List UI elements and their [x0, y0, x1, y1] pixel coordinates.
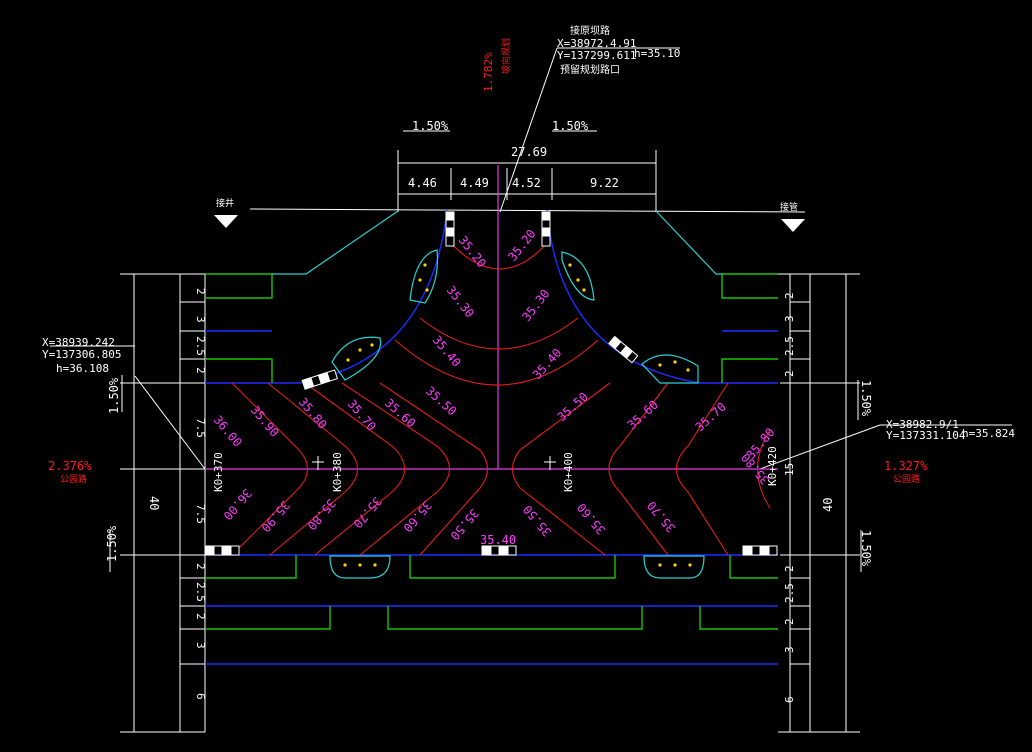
- right-point-y: Y=137331.104: [886, 429, 966, 442]
- contour-label: 35.50: [423, 384, 459, 419]
- contour-label: 35.90: [248, 403, 282, 440]
- left-dim: 2.5: [194, 336, 207, 356]
- right-dim: 3: [783, 315, 796, 322]
- left-dim: 2: [194, 288, 207, 295]
- contour-label: 36.00: [220, 486, 254, 523]
- top-slope-right: 1.50%: [552, 119, 589, 133]
- station-label: K0+380: [331, 452, 344, 492]
- contour-label: 35.40: [530, 346, 565, 382]
- contour-label: 36.00: [211, 413, 245, 450]
- right-point-x: X=38982.9/1: [886, 418, 959, 431]
- top-segment-4: 9.22: [590, 176, 619, 190]
- contour-label: 35.40: [430, 333, 464, 370]
- contour-label: 35.90: [258, 498, 292, 535]
- top-point-line4: 预留规划路口: [560, 63, 620, 76]
- right-dim: 2: [783, 565, 796, 572]
- left-total: 40: [147, 496, 161, 510]
- contour-label: 35.30: [444, 283, 477, 320]
- left-lower-slope: 1.50%: [105, 525, 119, 562]
- right-dim: 3: [783, 646, 796, 653]
- drainage-dots: [343, 263, 692, 567]
- contour-label: 35.20: [505, 227, 538, 264]
- left-dim: 2: [194, 367, 207, 374]
- top-segment-3: 4.52: [512, 176, 541, 190]
- top-red-label: 坡向规划: [500, 38, 512, 74]
- centerlines: [205, 165, 778, 470]
- left-dim: 2: [194, 613, 207, 620]
- top-segment-2: 4.49: [460, 176, 489, 190]
- contour-label: 35.70: [350, 494, 384, 531]
- right-lower-slope: 1.50%: [859, 530, 873, 567]
- right-dim: 2.5: [783, 336, 796, 356]
- arrow-down-icon: [214, 196, 238, 228]
- elevation-contours: [231, 241, 771, 556]
- top-segment-1: 4.46: [408, 176, 437, 190]
- median-islands: [205, 273, 778, 630]
- contour-label: 35.60: [625, 398, 661, 433]
- top-point-line1: 接原坝路: [570, 24, 610, 37]
- station-label: K0+370: [212, 452, 225, 492]
- left-dim: 3: [194, 642, 207, 649]
- left-dim: 7.5: [194, 418, 207, 438]
- left-dim: 2: [194, 563, 207, 570]
- contour-label: 35.60: [400, 498, 434, 535]
- top-total-width: 27.69: [511, 145, 547, 159]
- contour-label: 35.50: [555, 390, 591, 425]
- right-red-label: 公园路: [893, 473, 920, 485]
- lane-lines: [205, 209, 778, 665]
- right-dim: 15: [783, 463, 796, 476]
- top-right-label: 接管: [780, 201, 798, 213]
- left-point-y: Y=137306.805: [42, 348, 121, 361]
- left-dim: 2.5: [194, 582, 207, 602]
- left-red-slope: 2.376%: [48, 459, 92, 473]
- right-point-h: h=35.824: [962, 427, 1015, 440]
- contour-label: 35.80: [304, 496, 338, 533]
- top-left-label: 接井: [216, 197, 234, 209]
- right-total: 40: [821, 498, 835, 512]
- contour-label: 35.70: [644, 498, 678, 535]
- drainage-structures: [329, 249, 705, 579]
- right-dim: 2.5: [783, 583, 796, 603]
- top-red-slope: 1.782%: [482, 52, 495, 92]
- right-red-slope: 1.327%: [884, 459, 928, 473]
- top-point-y: Y=137299.611: [557, 49, 636, 62]
- left-dim: 7.5: [194, 504, 207, 524]
- station-ticks: [312, 456, 556, 470]
- contour-label: 35.30: [519, 287, 552, 324]
- contour-label: 35.50: [520, 502, 554, 539]
- left-point-h: h=36.108: [56, 362, 109, 375]
- top-slope-left: 1.50%: [412, 119, 449, 133]
- crosswalk-marker-icon: [204, 211, 778, 556]
- right-dim: 2: [783, 370, 796, 377]
- shoulder-lines: [272, 210, 722, 275]
- right-dim: 2: [783, 292, 796, 299]
- center-elevation: 35.40: [480, 533, 516, 547]
- contour-label: 35.70: [693, 400, 729, 435]
- top-point-x: X=38972.4.91: [557, 37, 636, 50]
- left-point-x: X=38939.242: [42, 336, 115, 349]
- right-upper-slope: 1.50%: [859, 380, 873, 417]
- left-dim: 6: [194, 693, 207, 700]
- top-point-h: h=35.10: [634, 47, 680, 60]
- right-dim: 2: [783, 618, 796, 625]
- station-label: K0+420: [766, 446, 779, 486]
- right-dim: 6: [783, 696, 796, 703]
- contour-label: 35.50: [447, 506, 481, 543]
- contour-label: 35.60: [574, 500, 608, 537]
- left-dim: 3: [194, 316, 207, 323]
- left-upper-slope: 1.50%: [107, 377, 121, 414]
- road-edge-lines: [50, 47, 1012, 733]
- station-label: K0+400: [562, 452, 575, 492]
- contour-label: 35.80: [296, 395, 330, 432]
- left-red-label: 公园路: [60, 473, 87, 485]
- arrow-down-icon: [781, 200, 805, 232]
